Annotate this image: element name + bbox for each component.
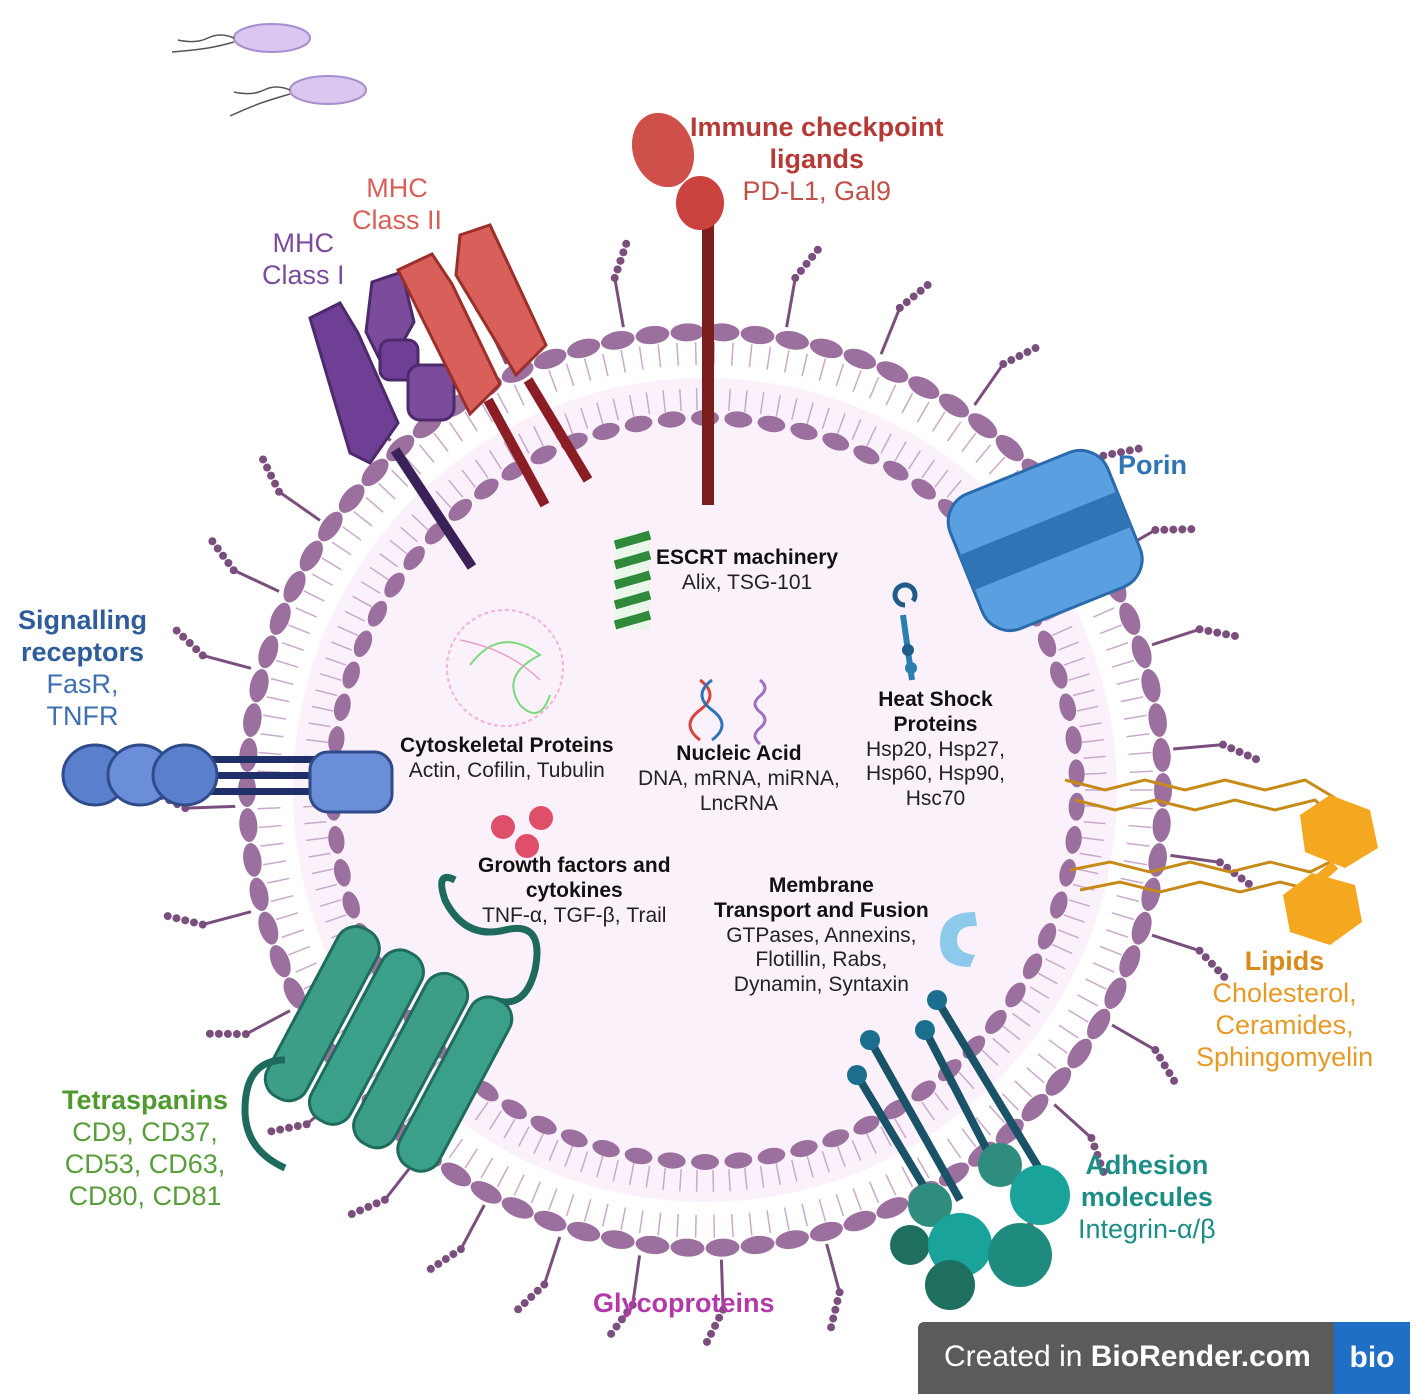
cytoskeletal-label: Cytoskeletal Proteins Actin, Cofilin, Tu… bbox=[400, 734, 614, 784]
mhc-class-i-title-1: MHC bbox=[272, 228, 335, 258]
tetraspanin-icon bbox=[241, 874, 541, 1173]
tetraspanins-examples-2: CD53, CD63, bbox=[64, 1148, 226, 1179]
escrt-examples: Alix, TSG-101 bbox=[681, 570, 813, 594]
signalling-title-1: Signalling bbox=[18, 605, 148, 635]
heat-shock-label: Heat Shock Proteins Hsp20, Hsp27, Hsp60,… bbox=[866, 688, 1005, 812]
biorender-credit-text: Created in BioRender.com bbox=[944, 1340, 1311, 1374]
mhc-class-ii-title-2: Class II bbox=[352, 204, 443, 235]
heat-shock-protein-icon bbox=[892, 582, 918, 681]
mhc-class-ii-label: MHC Class II bbox=[352, 173, 442, 237]
signalling-receptor-icon bbox=[61, 743, 394, 814]
mhc-class-i-label: MHC Class I bbox=[262, 228, 345, 292]
heat-shock-examples-1: Hsp20, Hsp27, bbox=[866, 737, 1005, 761]
credit-brand: BioRender.com bbox=[1090, 1340, 1311, 1373]
adhesion-examples: Integrin-α/β bbox=[1078, 1213, 1216, 1244]
nucleic-examples-1: DNA, mRNA, miRNA, bbox=[638, 766, 840, 790]
signalling-examples-2: TNFR bbox=[46, 700, 119, 731]
lipids-label: Lipids Cholesterol, Ceramides, Sphingomy… bbox=[1196, 946, 1373, 1073]
membrane-examples-2: Flotillin, Rabs, bbox=[755, 948, 888, 972]
nucleic-title: Nucleic Acid bbox=[676, 742, 802, 765]
mhc-class-ii-title-1: MHC bbox=[366, 173, 428, 203]
cytoskeleton-icon bbox=[446, 609, 564, 727]
growth-examples: TNF-α, TGF-β, Trail bbox=[482, 903, 667, 927]
signalling-examples-1: FasR, bbox=[46, 668, 119, 699]
membrane-title-1: Membrane bbox=[768, 874, 874, 897]
adhesion-title-2: molecules bbox=[1080, 1181, 1213, 1212]
dna-icon bbox=[688, 678, 724, 742]
immune-checkpoint-title-1: Immune checkpoint bbox=[690, 112, 944, 142]
mhc-class-i-title-2: Class I bbox=[262, 259, 345, 290]
lipids-title: Lipids bbox=[1244, 946, 1325, 976]
nucleic-acid-label: Nucleic Acid DNA, mRNA, miRNA, LncRNA bbox=[638, 742, 840, 816]
credit-prefix: Created in bbox=[944, 1340, 1091, 1373]
escrt-title: ESCRT machinery bbox=[656, 546, 839, 569]
lipids-examples-2: Ceramides, bbox=[1215, 1009, 1354, 1040]
tetraspanins-title: Tetraspanins bbox=[62, 1085, 229, 1115]
growth-title-1: Growth factors and bbox=[478, 854, 671, 877]
cytoskeletal-title: Cytoskeletal Proteins bbox=[400, 734, 614, 757]
nucleic-examples-2: LncRNA bbox=[699, 791, 779, 815]
signalling-title-2: receptors bbox=[20, 636, 145, 667]
tetraspanins-examples-1: CD9, CD37, bbox=[72, 1116, 218, 1147]
cytoskeletal-examples: Actin, Cofilin, Tubulin bbox=[408, 758, 605, 782]
heat-shock-examples-2: Hsp60, Hsp90, bbox=[866, 762, 1005, 786]
membrane-transport-label: Membrane Transport and Fusion GTPases, A… bbox=[714, 874, 929, 998]
porin-icon bbox=[946, 448, 1144, 632]
immune-checkpoint-title-2: ligands bbox=[769, 143, 865, 174]
membrane-examples-3: Dynamin, Syntaxin bbox=[733, 973, 909, 997]
immune-checkpoint-ligand-icon bbox=[631, 112, 724, 505]
lipids-examples-1: Cholesterol, bbox=[1212, 977, 1357, 1008]
escrt-icon bbox=[613, 530, 652, 630]
adhesion-title-1: Adhesion bbox=[1085, 1150, 1209, 1180]
annexin-icon bbox=[940, 912, 977, 967]
tetraspanins-examples-3: CD80, CD81 bbox=[68, 1180, 222, 1211]
heat-shock-title-1: Heat Shock bbox=[878, 688, 993, 711]
mhc-class-i-icon bbox=[308, 270, 477, 570]
membrane-examples-1: GTPases, Annexins, bbox=[726, 923, 917, 947]
bacteria-icon bbox=[171, 23, 367, 117]
porin-label: Porin bbox=[1118, 450, 1188, 480]
growth-factors-label: Growth factors and cytokines TNF-α, TGF-… bbox=[478, 854, 671, 928]
growth-factor-icon bbox=[491, 806, 553, 858]
biorender-credit: Created in BioRender.com bio bbox=[918, 1322, 1410, 1394]
immune-checkpoint-label: Immune checkpoint ligands PD-L1, Gal9 bbox=[690, 112, 944, 208]
lipids-examples-3: Sphingomyelin bbox=[1196, 1041, 1374, 1072]
escrt-label: ESCRT machinery Alix, TSG-101 bbox=[656, 546, 838, 596]
integrin-icon bbox=[847, 990, 1070, 1310]
vesicle-interior bbox=[293, 378, 1117, 1202]
immune-checkpoint-examples: PD-L1, Gal9 bbox=[742, 175, 892, 206]
glycoproteins-label: Glycoproteins bbox=[593, 1288, 775, 1318]
membrane-title-2: Transport and Fusion bbox=[714, 898, 929, 922]
biorender-logo: bio bbox=[1334, 1322, 1410, 1394]
mhc-class-ii-icon bbox=[395, 223, 593, 508]
heat-shock-examples-3: Hsc70 bbox=[905, 787, 966, 811]
lipid-molecule-icon bbox=[1064, 778, 1378, 945]
heat-shock-title-2: Proteins bbox=[893, 712, 978, 736]
rna-icon bbox=[753, 678, 767, 746]
tetraspanins-label: Tetraspanins CD9, CD37, CD53, CD63, CD80… bbox=[62, 1085, 228, 1212]
adhesion-molecules-label: Adhesion molecules Integrin-α/β bbox=[1078, 1150, 1216, 1246]
signalling-receptors-label: Signalling receptors FasR, TNFR bbox=[18, 605, 147, 732]
growth-title-2: cytokines bbox=[525, 878, 623, 902]
